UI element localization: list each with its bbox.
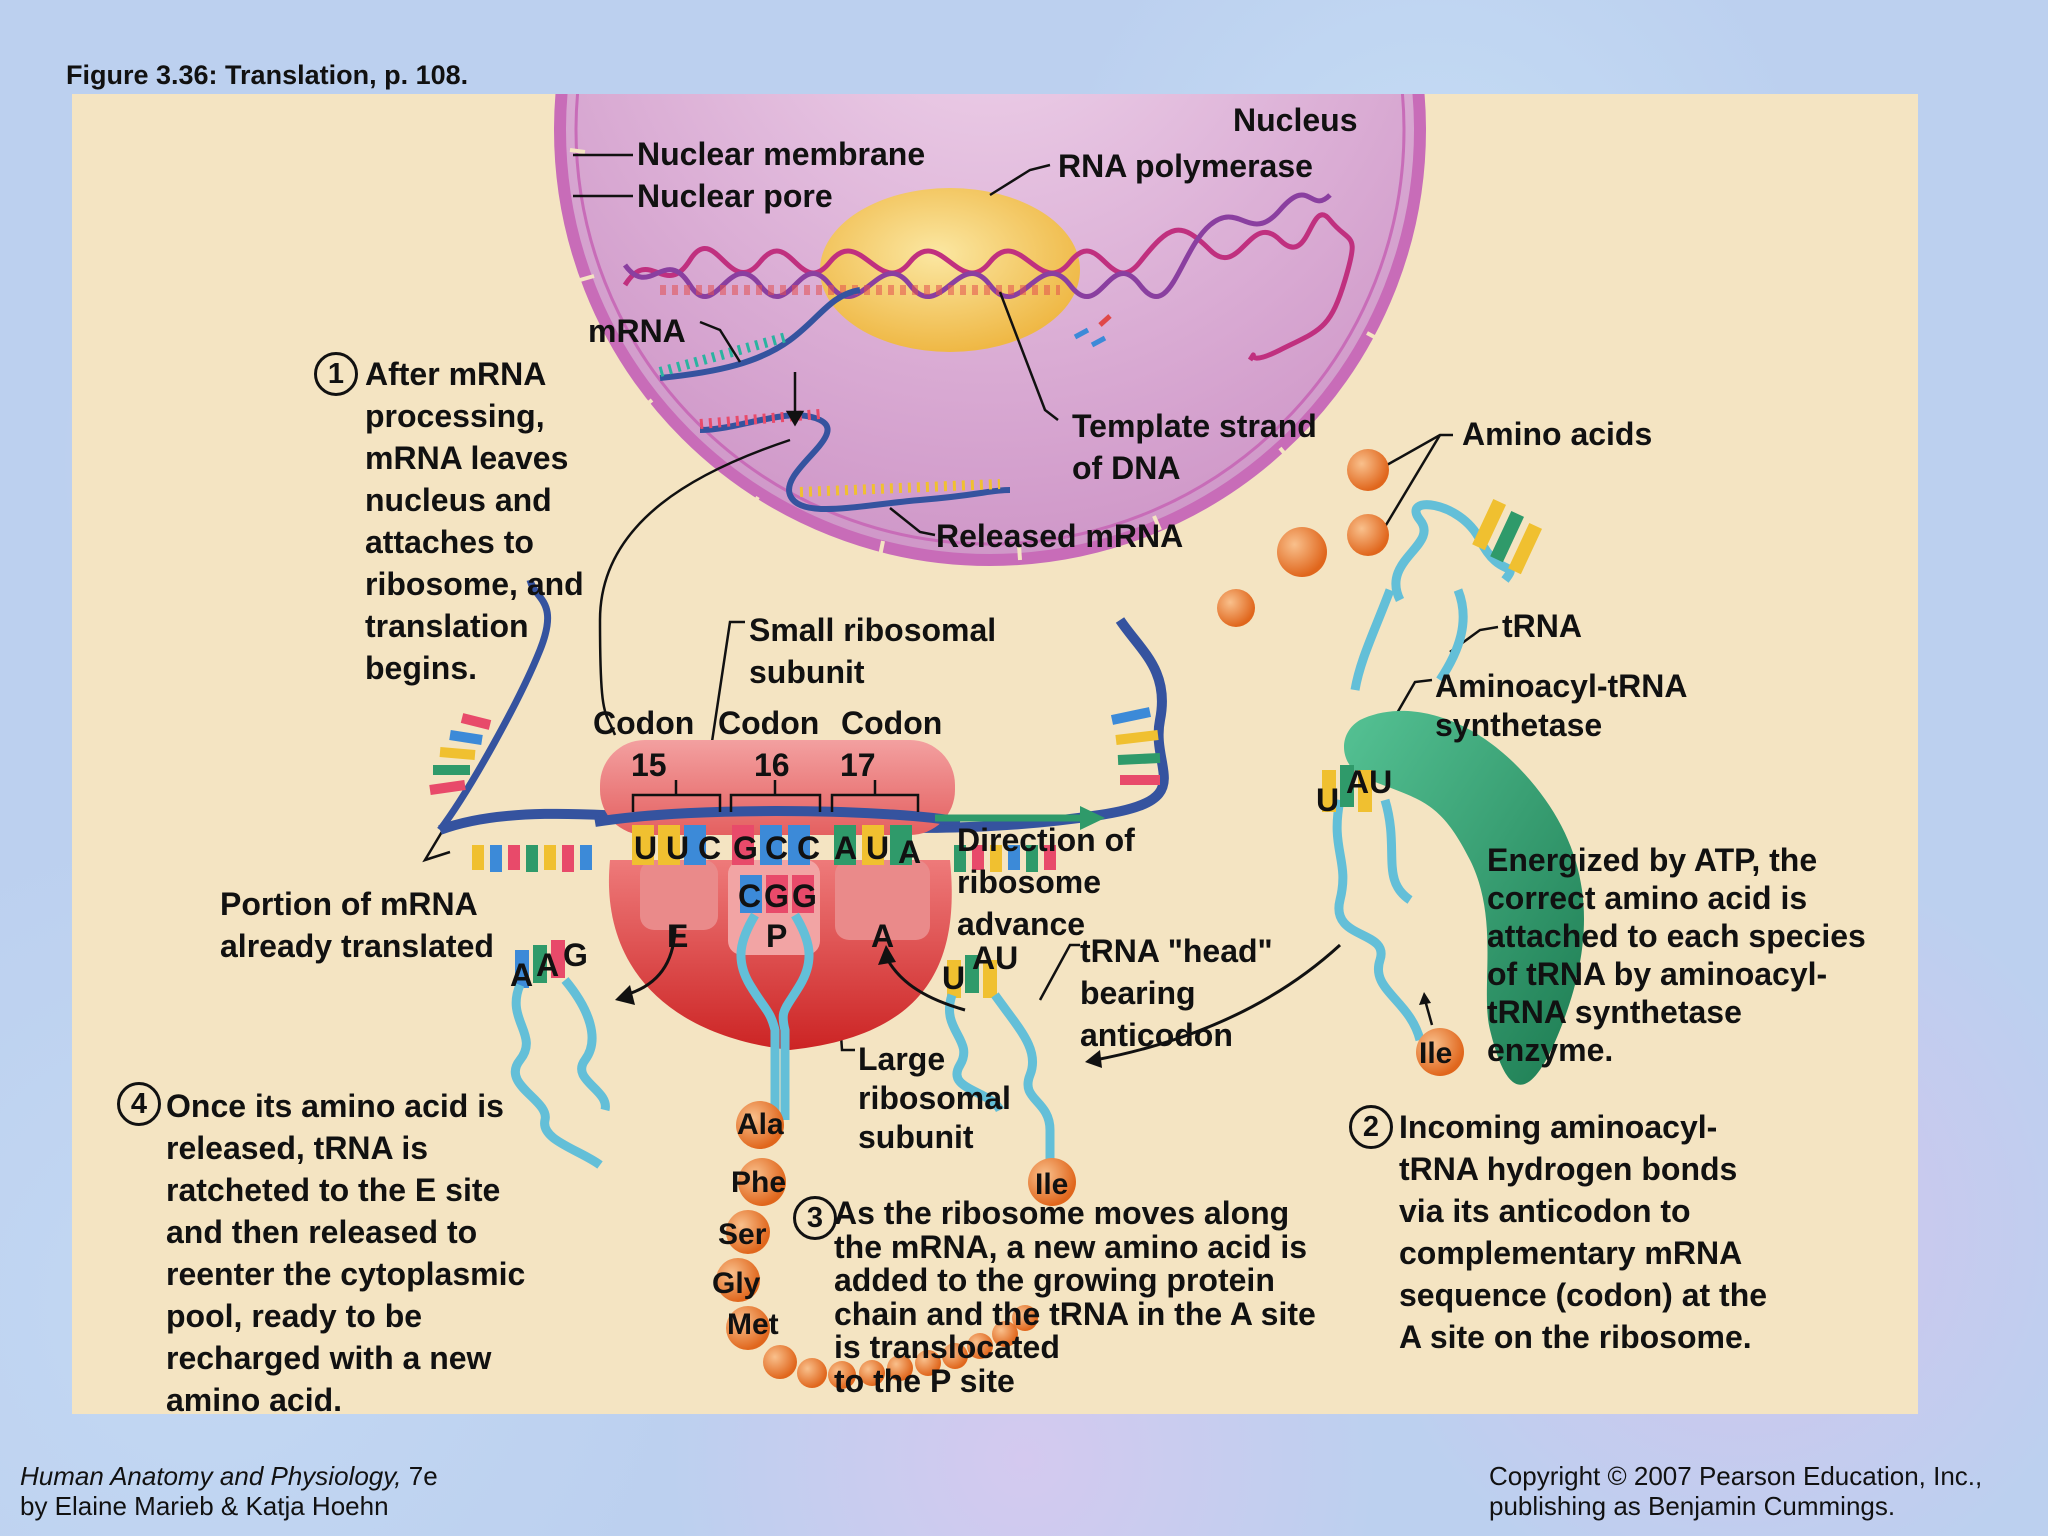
small-subunit-label-l2: subunit — [749, 654, 865, 690]
leader-lines — [422, 153, 1499, 1052]
portion-translated-label-l1: Portion of mRNA — [220, 886, 478, 922]
direction-label-l2: ribosome — [957, 864, 1102, 900]
amino-acid-ser: Ser — [718, 1218, 767, 1251]
book-edition: 7e — [401, 1461, 438, 1491]
incoming-anticodon-base: U — [942, 960, 966, 996]
nuclear-membrane-label: Nuclear membrane — [637, 136, 926, 172]
amino-acid-ile-incoming: Ile — [1035, 1168, 1069, 1201]
step-2-number: 2 — [1349, 1105, 1393, 1149]
free-nucleotides — [1073, 314, 1112, 348]
ile-amino-acid-incoming — [1028, 1158, 1076, 1206]
mrna-base: U — [866, 830, 890, 866]
synthetase-anticodon-bars — [1322, 765, 1372, 812]
p-site-anticodon-base: G — [792, 878, 817, 914]
dna-helix — [622, 192, 1355, 362]
protein-chain — [716, 1101, 1038, 1389]
mrna-base: C — [765, 830, 789, 866]
step-3-number: 3 — [793, 1196, 837, 1240]
nucleus-label: Nucleus — [1233, 102, 1358, 138]
trna-head-label-l2: bearing — [1080, 975, 1196, 1011]
ile-amino-acid-synthetase — [1416, 1028, 1464, 1076]
codon-number-17: 17 — [840, 747, 876, 783]
a-site-label: A — [871, 918, 895, 954]
aminoacyl-trna-synthetase — [1343, 710, 1584, 1085]
p-site-anticodon-base: G — [764, 878, 789, 914]
incoming-trna — [878, 943, 1342, 1160]
codon-label-17: Codon — [841, 705, 943, 741]
mrna-base: U — [634, 830, 658, 866]
rna-polymerase — [820, 188, 1080, 352]
book-authors: by Elaine Marieb & Katja Hoehn — [20, 1491, 389, 1521]
nuclear-pore-label: Nuclear pore — [637, 178, 833, 214]
direction-label-l3: advance — [957, 906, 1086, 942]
mrna-base: U — [666, 830, 690, 866]
released-mrna-label: Released mRNA — [936, 518, 1184, 554]
trna-head-label-l1: tRNA "head" — [1080, 933, 1273, 969]
p-site-trna — [736, 912, 814, 1120]
mrna-base: C — [797, 830, 821, 866]
released-trna — [510, 924, 677, 1169]
codon-label-15: Codon — [593, 705, 695, 741]
free-amino-acids — [1217, 449, 1389, 627]
large-subunit-label-l1: Large — [858, 1041, 946, 1077]
mrna-label: mRNA — [588, 313, 686, 349]
step-4-number: 4 — [117, 1082, 161, 1126]
book-title: Human Anatomy and Physiology, — [20, 1461, 402, 1491]
trna-label: tRNA — [1502, 608, 1582, 644]
released-anticodon-base: A — [510, 957, 534, 993]
mrna-base: A — [898, 834, 922, 870]
free-trna — [1350, 498, 1543, 691]
small-subunit-label-l1: Small ribosomal — [749, 612, 997, 648]
synthetase-label-l1: Aminoacyl-tRNA — [1435, 668, 1688, 704]
codon-bars — [632, 825, 912, 913]
amino-acid-ala: Ala — [737, 1108, 784, 1141]
large-subunit-label-l3: subunit — [858, 1119, 974, 1155]
figure-title: Figure 3.36: Translation, p. 108. — [66, 60, 469, 90]
codon-number-15: 15 — [631, 747, 667, 783]
trna-on-synthetase — [1332, 798, 1425, 1042]
amino-acid-phe: Phe — [731, 1166, 787, 1199]
synthetase-anticodon-base: AU — [1346, 764, 1393, 800]
mrna-base: G — [733, 830, 758, 866]
large-subunit-label-l2: ribosomal — [858, 1080, 1011, 1116]
direction-arrow — [935, 806, 1105, 830]
codon-label-16: Codon — [718, 705, 820, 741]
p-site-anticodon-base: C — [738, 878, 762, 914]
synthetase-anticodon-base: U — [1316, 782, 1340, 818]
amino-acid-ile-synthetase: Ile — [1419, 1037, 1453, 1070]
direction-label-l1: Direction of — [957, 822, 1135, 858]
released-anticodon-base: A — [536, 947, 560, 983]
released-anticodon-base: G — [563, 937, 588, 973]
synthetase-label-l2: synthetase — [1435, 707, 1603, 743]
e-site-label: E — [667, 918, 689, 954]
footer-citation: Human Anatomy and Physiology, 7e by Elai… — [20, 1461, 438, 1521]
mrna-base: A — [834, 830, 858, 866]
trna-head-label-l3: anticodon — [1080, 1017, 1233, 1053]
codon-number-16: 16 — [754, 747, 790, 783]
rna-polymerase-label: RNA polymerase — [1058, 148, 1313, 184]
footer-copyright: Copyright © 2007 Pearson Education, Inc.… — [1489, 1461, 1983, 1521]
incoming-anticodon-base: AU — [972, 940, 1019, 976]
amino-acid-gly: Gly — [712, 1267, 761, 1300]
codon-brackets — [631, 780, 920, 812]
step-1-number: 1 — [314, 352, 358, 396]
template-strand-label-l2: of DNA — [1072, 450, 1181, 486]
template-strand-label-l1: Template strand — [1072, 408, 1317, 444]
portion-translated-label-l2: already translated — [220, 928, 494, 964]
p-site-label: P — [766, 918, 788, 954]
amino-acids-label: Amino acids — [1462, 416, 1653, 452]
amino-acid-met: Met — [727, 1308, 779, 1341]
mrna-base: C — [698, 830, 722, 866]
